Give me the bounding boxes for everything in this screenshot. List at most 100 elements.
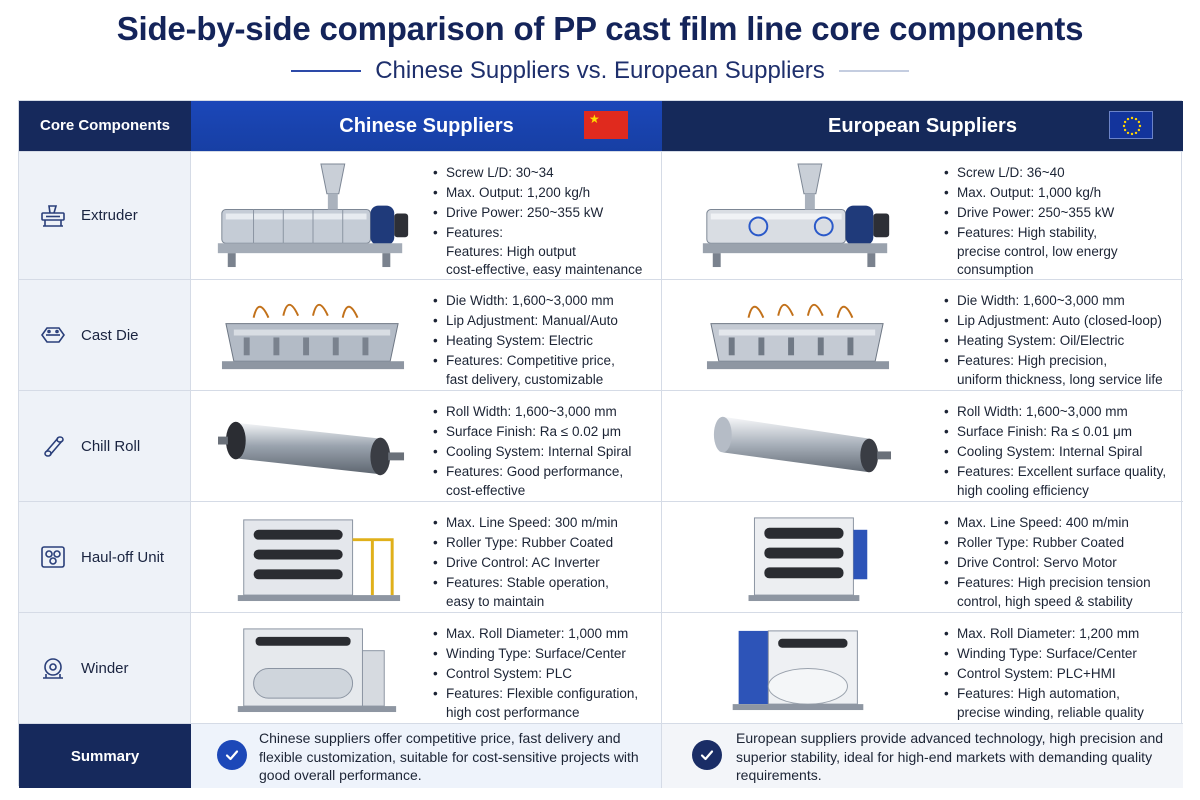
spec-item: high cost performance [446, 705, 580, 720]
spec-item: Features: Stable operation, [433, 573, 618, 593]
extruder-machine-image [217, 163, 409, 268]
summary-label: Summary [19, 724, 191, 788]
row-cast-die: Cast Die Die Width: 1,600~3,000 mm Lip A… [19, 279, 1183, 390]
china-flag-icon: ★ [584, 111, 628, 139]
chinese-cell: Max. Line Speed: 300 m/min Roller Type: … [191, 502, 662, 612]
chinese-specs: Die Width: 1,600~3,000 mm Lip Adjustment… [433, 291, 618, 389]
spec-item: Features: Excellent surface quality, [944, 462, 1166, 482]
spec-item: control, high speed & stability [957, 594, 1133, 609]
spec-item: Drive Control: AC Inverter [433, 553, 618, 573]
component-name: Chill Roll [81, 437, 141, 455]
spec-item: Roll Width: 1,600~3,000 mm [433, 402, 631, 422]
spec-item: high cooling efficiency [957, 483, 1089, 498]
spec-item: Features: [433, 223, 642, 243]
component-name: Haul-off Unit [81, 548, 165, 566]
european-cell: Max. Line Speed: 400 m/min Roller Type: … [662, 502, 1183, 612]
subtitle-line-right [838, 70, 909, 72]
summary-european-cell: European suppliers provide advanced tech… [662, 724, 1183, 788]
header-european-label: European Suppliers [828, 114, 1017, 137]
spec-item: Winding Type: Surface/Center [433, 644, 638, 664]
spec-item: Drive Power: 250~355 kW [433, 203, 642, 223]
spec-item: Features: Good performance, [433, 462, 631, 482]
subtitle-line-left [291, 70, 362, 72]
spec-item: Control System: PLC+HMI [944, 664, 1144, 684]
spec-item: Max. Roll Diameter: 1,000 mm [433, 624, 638, 644]
summary-row: Summary Chinese suppliers offer competit… [19, 723, 1183, 788]
subtitle-bar: Chinese Suppliers vs. European Suppliers [0, 56, 1200, 86]
component-name: Winder [81, 659, 129, 677]
spec-item: Surface Finish: Ra ≤ 0.01 μm [944, 422, 1166, 442]
row-label-cell: Chill Roll [19, 391, 191, 501]
page-title: Side-by-side comparison of PP cast film … [116, 10, 1084, 47]
spec-item: Cooling System: Internal Spiral [433, 442, 631, 462]
check-icon [217, 740, 247, 770]
spec-item: Max. Output: 1,000 kg/h [944, 183, 1118, 203]
eu-flag-icon [1109, 111, 1153, 139]
spec-item: Max. Output: 1,200 kg/h [433, 183, 642, 203]
chinese-specs: Max. Roll Diameter: 1,000 mm Winding Typ… [433, 624, 638, 722]
european-cell: Roll Width: 1,600~3,000 mm Surface Finis… [662, 391, 1183, 501]
page-subtitle: Chinese Suppliers vs. European Suppliers [375, 57, 825, 84]
spec-item: Roll Width: 1,600~3,000 mm [944, 402, 1166, 422]
spec-item: Winding Type: Surface/Center [944, 644, 1144, 664]
summary-european-text: European suppliers provide advanced tech… [736, 730, 1164, 783]
chill-roll-icon [44, 436, 64, 457]
spec-item: Heating System: Electric [433, 331, 618, 351]
component-name: Cast Die [81, 326, 139, 344]
row-winder: Winder Max. Roll Diameter: 1,000 mm Wind… [19, 612, 1183, 723]
spec-item: Lip Adjustment: Auto (closed-loop) [944, 311, 1163, 331]
extruder-icon [41, 204, 65, 227]
spec-item: Drive Control: Servo Motor [944, 553, 1151, 573]
winder-machine-image [732, 630, 864, 711]
cast-die-machine-image [706, 303, 890, 370]
summary-chinese-text: Chinese suppliers offer competitive pric… [259, 730, 639, 783]
spec-item: Control System: PLC [433, 664, 638, 684]
check-icon [692, 740, 722, 770]
chinese-cell: Roll Width: 1,600~3,000 mm Surface Finis… [191, 391, 662, 501]
row-chill-roll: Chill Roll Roll Width: 1,600~3,000 mm Su… [19, 390, 1183, 501]
chinese-specs: Screw L/D: 30~34 Max. Output: 1,200 kg/h… [433, 163, 642, 279]
chinese-specs: Max. Line Speed: 300 m/min Roller Type: … [433, 513, 618, 611]
row-label-cell: Extruder [19, 152, 191, 279]
row-extruder: Extruder Screw L/D: 30~34 Max. Output: 1… [19, 151, 1183, 279]
spec-item: Drive Power: 250~355 kW [944, 203, 1118, 223]
spec-item: Lip Adjustment: Manual/Auto [433, 311, 618, 331]
spec-item: cost-effective [446, 483, 526, 498]
cast-die-machine-image [221, 303, 405, 370]
chinese-specs: Roll Width: 1,600~3,000 mm Surface Finis… [433, 402, 631, 500]
header-core-components: Core Components [19, 101, 191, 151]
extruder-machine-image [702, 163, 890, 268]
spec-item: Die Width: 1,600~3,000 mm [944, 291, 1163, 311]
spec-item: Roller Type: Rubber Coated [944, 533, 1151, 553]
header-chinese-suppliers: Chinese Suppliers ★ [191, 101, 662, 151]
spec-item: Features: High automation, [944, 684, 1144, 704]
spec-item: Max. Line Speed: 400 m/min [944, 513, 1151, 533]
header-chinese-label: Chinese Suppliers [339, 114, 514, 137]
european-specs: Die Width: 1,600~3,000 mm Lip Adjustment… [944, 291, 1163, 389]
spec-item: Surface Finish: Ra ≤ 0.02 μm [433, 422, 631, 442]
spec-item: Die Width: 1,600~3,000 mm [433, 291, 618, 311]
european-cell: Screw L/D: 36~40 Max. Output: 1,000 kg/h… [662, 152, 1183, 279]
summary-chinese-cell: Chinese suppliers offer competitive pric… [191, 724, 662, 788]
header-european-suppliers: European Suppliers [662, 101, 1183, 151]
component-name: Extruder [81, 207, 138, 224]
chill-roll-machine-image [713, 416, 892, 473]
spec-item: Screw L/D: 36~40 [944, 163, 1118, 183]
spec-item: Features: High stability, [944, 223, 1118, 243]
row-haul-off-unit: Haul-off Unit Max. Line Speed: 300 m/min… [19, 501, 1183, 612]
haul-off-machine-image [748, 517, 868, 602]
chinese-cell: Screw L/D: 30~34 Max. Output: 1,200 kg/h… [191, 152, 662, 279]
spec-item: Features: High precision tension [944, 573, 1151, 593]
row-label-cell: Cast Die [19, 280, 191, 390]
spec-item: consumption [957, 262, 1034, 277]
european-cell: Die Width: 1,600~3,000 mm Lip Adjustment… [662, 280, 1183, 390]
spec-item: Roller Type: Rubber Coated [433, 533, 618, 553]
spec-item: fast delivery, customizable [446, 372, 604, 387]
european-specs: Max. Line Speed: 400 m/min Roller Type: … [944, 513, 1151, 611]
spec-item: Features: Competitive price, [433, 351, 618, 371]
spec-item: Heating System: Oil/Electric [944, 331, 1163, 351]
european-specs: Screw L/D: 36~40 Max. Output: 1,000 kg/h… [944, 163, 1118, 279]
cast-die-icon [41, 327, 65, 343]
row-label-cell: Winder [19, 613, 191, 723]
spec-item: cost-effective, easy maintenance [446, 262, 643, 277]
